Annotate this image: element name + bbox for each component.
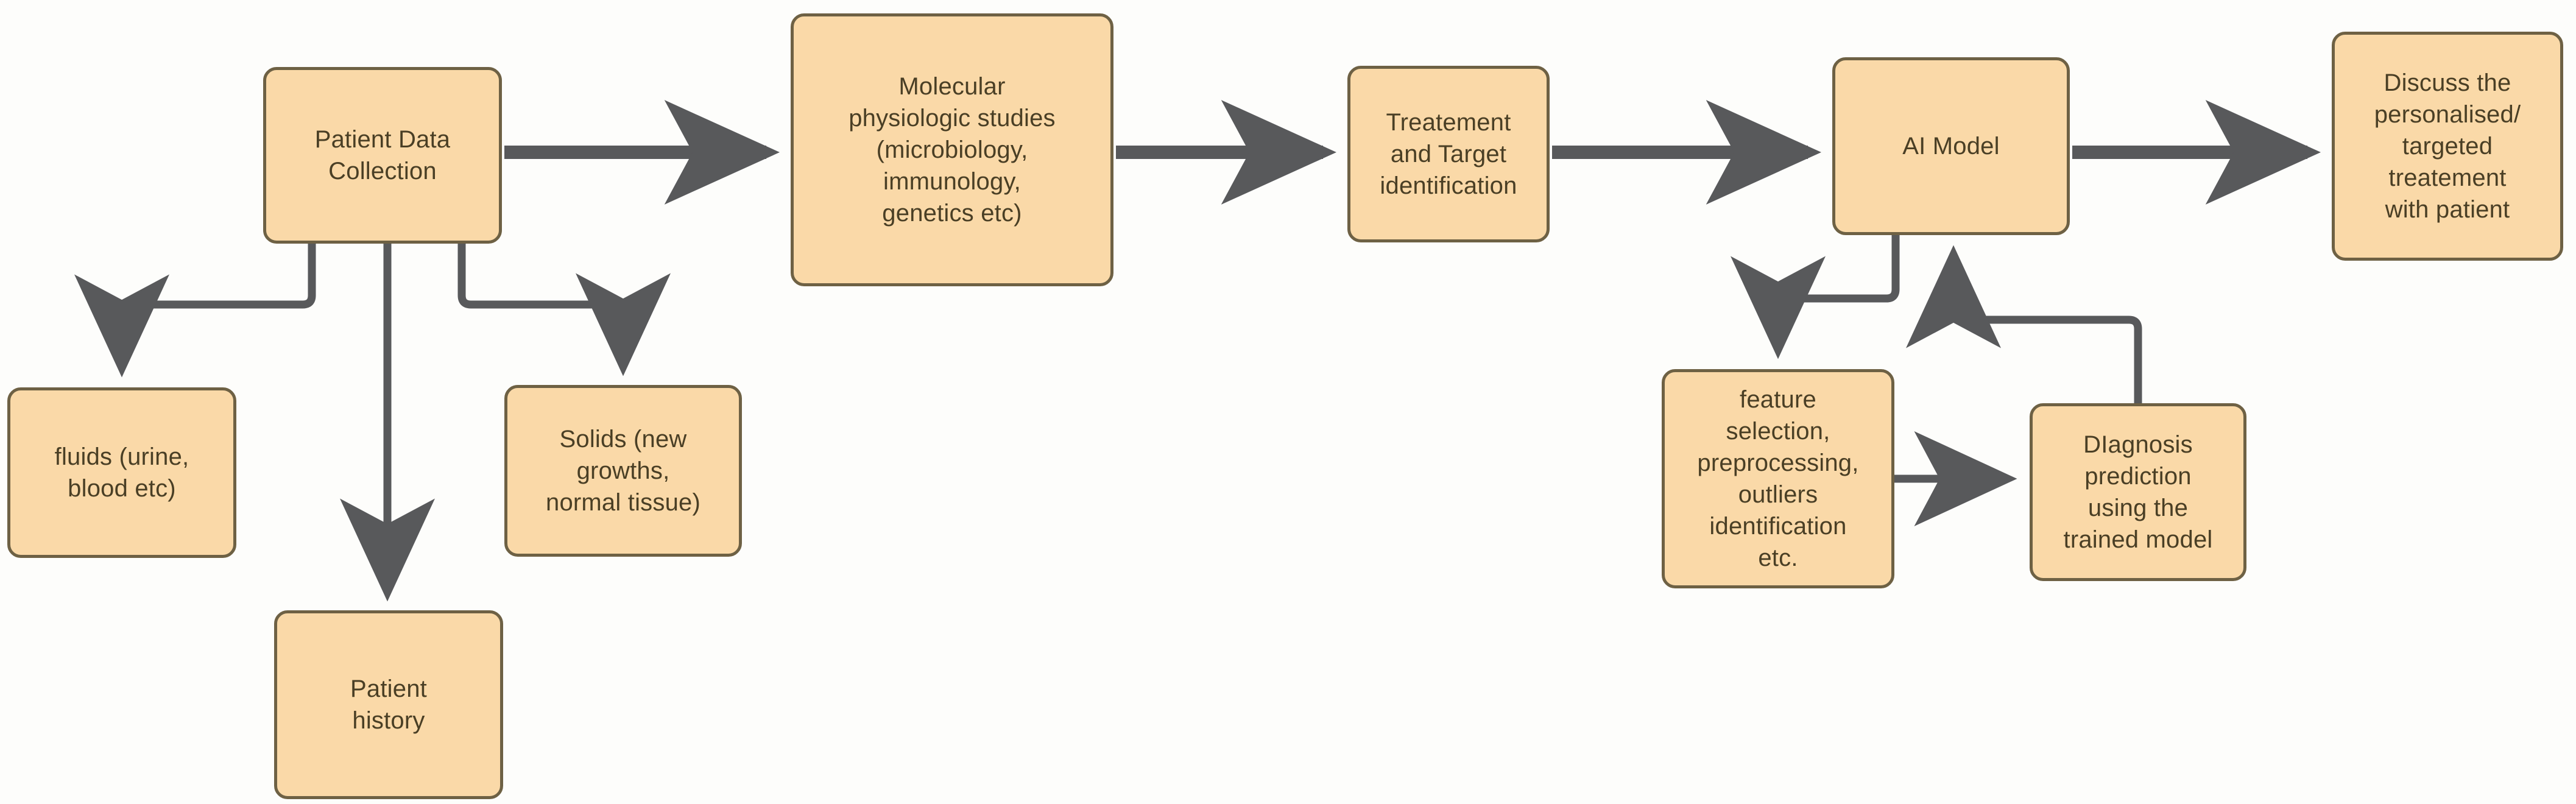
edge-collection-to-fluids	[74, 244, 316, 378]
node-fluids[interactable]: fluids (urine, blood etc)	[7, 387, 236, 558]
node-discuss-personalised-treatment[interactable]: Discuss the personalised/ targeted treat…	[2332, 32, 2563, 261]
edge-diagnosis-to-ai-model	[1906, 245, 2142, 403]
node-label: Treatement and Target identification	[1380, 109, 1517, 199]
node-diagnosis-prediction[interactable]: DIagnosis prediction using the trained m…	[2030, 403, 2246, 581]
node-feature-selection[interactable]: feature selection, preprocessing, outlie…	[1662, 369, 1894, 588]
node-ai-model[interactable]: AI Model	[1832, 57, 2070, 235]
node-solids[interactable]: Solids (new growths, normal tissue)	[504, 385, 742, 557]
node-label: Patient Data Collection	[314, 126, 451, 185]
node-label: Discuss the personalised/ targeted treat…	[2374, 69, 2521, 223]
node-label: Solids (new growths, normal tissue)	[546, 426, 700, 516]
node-label: DIagnosis prediction using the trained m…	[2063, 431, 2213, 553]
node-treatment-and-target-identification[interactable]: Treatement and Target identification	[1347, 66, 1550, 242]
node-label: feature selection, preprocessing, outlie…	[1697, 386, 1859, 571]
node-patient-data-collection[interactable]: Patient Data Collection	[263, 67, 502, 244]
node-label: fluids (urine, blood etc)	[54, 443, 189, 502]
node-label: Molecular physiologic studies (microbiol…	[849, 73, 1056, 227]
edge-collection-to-solids	[457, 244, 671, 376]
node-molecular-physiologic-studies[interactable]: Molecular physiologic studies (microbiol…	[791, 13, 1113, 286]
node-label: Patient history	[350, 675, 427, 734]
node-patient-history[interactable]: Patient history	[274, 610, 503, 799]
node-label: AI Model	[1902, 133, 2000, 160]
edge-ai-model-to-feature-selection	[1731, 235, 1900, 359]
